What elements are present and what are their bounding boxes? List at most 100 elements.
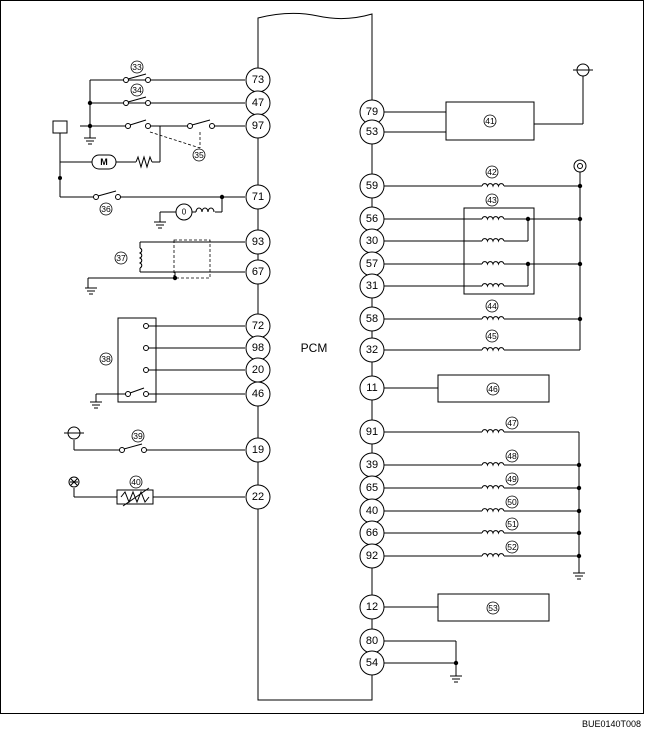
svg-text:91: 91 <box>366 426 378 438</box>
pin-71: 71 <box>245 184 271 210</box>
svg-text:65: 65 <box>366 482 378 494</box>
svg-text:32: 32 <box>366 344 378 356</box>
component-50: 50 <box>505 495 519 509</box>
pin-73: 73 <box>245 67 271 93</box>
svg-text:93: 93 <box>252 236 264 248</box>
pin-54: 54 <box>359 650 385 676</box>
svg-text:97: 97 <box>252 120 264 132</box>
component-41: 41 <box>483 114 497 128</box>
svg-text:48: 48 <box>507 451 517 461</box>
pcm-label: PCM <box>301 341 328 355</box>
svg-text:57: 57 <box>366 258 378 270</box>
svg-text:50: 50 <box>507 497 517 507</box>
pin-92: 92 <box>359 543 385 569</box>
pin-80: 80 <box>359 628 385 654</box>
pin-98: 98 <box>245 335 271 361</box>
component-36: 36 <box>99 202 113 216</box>
thermistor-40 <box>116 487 154 507</box>
component-52: 52 <box>505 540 519 554</box>
svg-text:41: 41 <box>485 116 495 126</box>
coil-set <box>481 183 505 558</box>
switch-35b <box>187 119 215 129</box>
switch-39 <box>119 443 147 453</box>
right-wiring <box>384 76 585 683</box>
pin-72: 72 <box>245 313 271 339</box>
svg-text:35: 35 <box>194 150 204 160</box>
svg-text:39: 39 <box>133 431 143 441</box>
left-connector-icon <box>58 176 62 180</box>
motor-icon: M <box>91 154 117 170</box>
pin-91: 91 <box>359 419 385 445</box>
figure-code: BUE0140T008 <box>582 719 641 729</box>
component-40: 40 <box>129 475 143 489</box>
pin-19: 19 <box>245 437 271 463</box>
component-53: 53 <box>486 601 500 615</box>
component-43: 43 <box>485 193 499 207</box>
component-38: 38 <box>99 352 113 366</box>
svg-text:37: 37 <box>116 253 126 263</box>
pin-67: 67 <box>245 259 271 285</box>
component-42: 42 <box>485 165 499 179</box>
svg-text:52: 52 <box>507 542 517 552</box>
pin-47: 47 <box>245 90 271 116</box>
svg-text:11: 11 <box>366 382 377 394</box>
pin-97: 97 <box>245 113 271 139</box>
svg-text:92: 92 <box>366 550 378 562</box>
svg-text:31: 31 <box>366 280 378 292</box>
svg-text:46: 46 <box>252 388 264 400</box>
switch-35a <box>125 119 151 129</box>
svg-text:47: 47 <box>507 418 517 428</box>
pin-31: 31 <box>359 273 385 299</box>
pin-46: 46 <box>245 381 271 407</box>
svg-text:56: 56 <box>366 213 378 225</box>
svg-text:58: 58 <box>366 313 378 325</box>
component-46: 46 <box>486 382 500 396</box>
svg-text:51: 51 <box>507 519 517 529</box>
svg-text:53: 53 <box>488 603 498 613</box>
switch-33 <box>123 73 151 83</box>
component-34: 34 <box>130 83 144 97</box>
svg-text:33: 33 <box>132 62 142 72</box>
coil-37 <box>138 247 143 269</box>
pin-40: 40 <box>359 498 385 524</box>
pin-20: 20 <box>245 357 271 383</box>
left-pins: 73 47 97 71 93 67 72 98 20 46 19 22 <box>245 67 271 510</box>
power-symbol-39 <box>64 426 84 440</box>
pin-53: 53 <box>359 119 385 145</box>
power-symbol-41 <box>573 63 593 77</box>
svg-text:54: 54 <box>366 657 378 669</box>
component-33: 33 <box>130 60 144 74</box>
right-junctions <box>453 183 583 666</box>
pin-93: 93 <box>245 229 271 255</box>
svg-text:22: 22 <box>252 491 264 503</box>
svg-text:66: 66 <box>366 527 378 539</box>
svg-text:19: 19 <box>252 444 264 456</box>
right-symbols <box>481 63 593 558</box>
component-47: 47 <box>505 416 519 430</box>
svg-text:73: 73 <box>252 74 264 86</box>
left-wiring <box>52 79 245 498</box>
pin-39: 39 <box>359 452 385 478</box>
svg-text:40: 40 <box>131 477 141 487</box>
component-37: 37 <box>114 251 128 265</box>
pin-22: 22 <box>245 484 271 510</box>
svg-text:59: 59 <box>366 180 378 192</box>
switch-38-contacts <box>125 323 149 397</box>
pin-58: 58 <box>359 306 385 332</box>
component-51: 51 <box>505 517 519 531</box>
svg-text:12: 12 <box>366 601 378 613</box>
svg-text:80: 80 <box>366 635 378 647</box>
pin-12: 12 <box>359 594 385 620</box>
svg-text:36: 36 <box>101 204 111 214</box>
switch-34 <box>123 96 151 106</box>
pin-11: 11 <box>359 375 385 401</box>
pin-30: 30 <box>359 228 385 254</box>
svg-text:67: 67 <box>252 266 264 278</box>
left-junctions <box>87 100 225 281</box>
svg-text:34: 34 <box>132 85 142 95</box>
svg-text:49: 49 <box>507 474 517 484</box>
svg-text:20: 20 <box>252 364 264 376</box>
svg-text:45: 45 <box>487 331 497 341</box>
component-labels: 33 34 35 36 37 38 39 40 41 42 43 44 45 4… <box>99 60 519 615</box>
sensor-coil: 0 <box>175 203 215 221</box>
